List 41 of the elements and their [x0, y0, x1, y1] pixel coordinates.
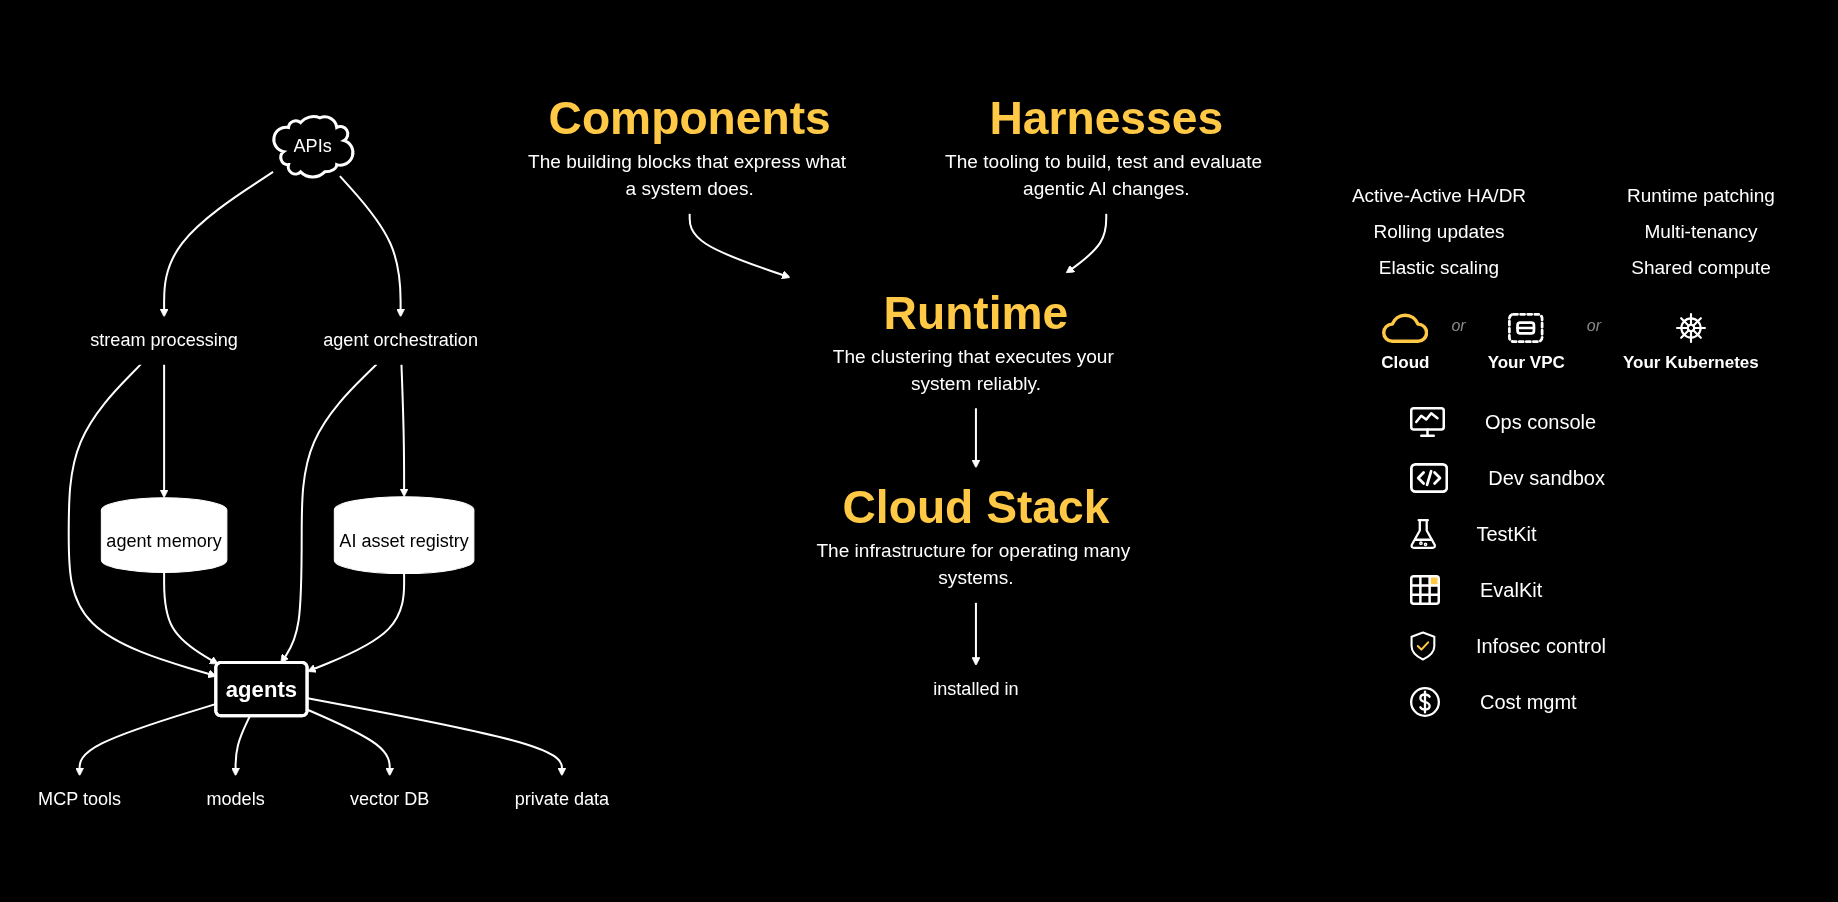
node-text: vector DB — [350, 788, 430, 810]
arrow — [971, 602, 981, 666]
node-text: Components The building blocks that express what a system does. — [527, 91, 847, 200]
node-text: installed in — [933, 678, 1019, 699]
node-text: Runtime The clustering that executes your system reliably. — [832, 286, 1114, 394]
arrow — [307, 697, 567, 777]
item-label: TestKit — [1476, 522, 1537, 546]
feature-text: Rolling updates — [1373, 221, 1505, 243]
node-text: models — [206, 788, 265, 810]
item-label: Cost mgmt — [1480, 690, 1577, 714]
option-label: Cloud — [1381, 353, 1430, 373]
feature-text: Elastic scaling — [1378, 257, 1500, 279]
arrow — [163, 572, 219, 665]
arrow — [339, 175, 405, 318]
arrow — [971, 407, 981, 469]
arrow — [231, 715, 251, 777]
or-text: or — [1451, 317, 1466, 335]
node-text: MCP tools — [38, 788, 122, 810]
item-label: Ops console — [1485, 410, 1597, 434]
node-text: Harnesses The tooling to build, test and evaluate agentic AI changes. — [945, 91, 1263, 200]
feature-text: Multi-tenancy — [1644, 221, 1758, 243]
feature-text: Active-Active HA/DR — [1351, 185, 1527, 207]
option-label: Your VPC — [1487, 353, 1565, 373]
feature-text: Runtime patching — [1627, 185, 1775, 207]
arrow — [688, 213, 791, 280]
arrow — [399, 364, 409, 498]
node-text: stream processing — [90, 330, 238, 351]
feature-text: Shared compute — [1631, 257, 1771, 279]
arrow — [1065, 213, 1108, 274]
arrow — [307, 708, 395, 777]
item-label: Infosec control — [1475, 634, 1606, 658]
arrow — [159, 364, 169, 499]
node-text: agent orchestration — [323, 330, 478, 351]
arrow — [67, 363, 217, 679]
node-text: Cloud Stack The infrastructure for operating many systems. — [816, 481, 1131, 589]
option-label: Your Kubernetes — [1623, 353, 1759, 373]
item-label: Dev sandbox — [1488, 466, 1605, 490]
or-text: or — [1586, 317, 1601, 335]
arrow — [159, 171, 274, 318]
item-label: EvalKit — [1480, 578, 1543, 602]
node-text: private data — [514, 788, 610, 810]
